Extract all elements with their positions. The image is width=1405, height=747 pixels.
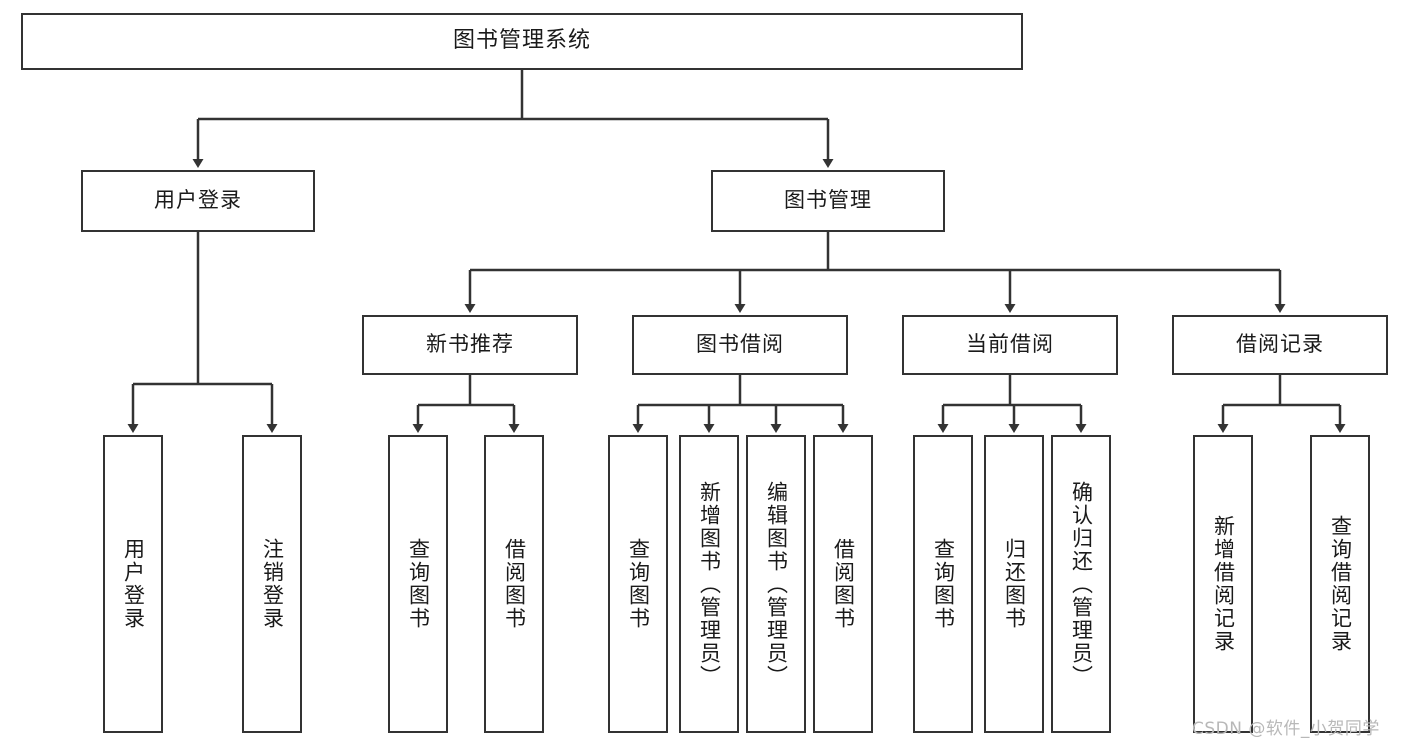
node-label: 查询图书 bbox=[406, 538, 431, 630]
node-label: 归还图书 bbox=[1002, 538, 1027, 630]
node-label: 查询图书 bbox=[626, 538, 651, 630]
node-label: 借阅图书 bbox=[831, 538, 856, 630]
node-label: 图书管理系统 bbox=[452, 28, 591, 54]
node-label: 用户登录 bbox=[121, 538, 146, 630]
leaf-borrow-book[interactable]: 借阅图书 bbox=[813, 435, 873, 733]
node-label: 用户登录 bbox=[154, 188, 242, 213]
node-label: 图书管理 bbox=[784, 188, 872, 213]
node-label: 确认归还（管理员） bbox=[1069, 480, 1094, 688]
node-borrow-record[interactable]: 借阅记录 bbox=[1172, 315, 1388, 375]
node-label: 借阅记录 bbox=[1236, 332, 1324, 357]
node-label: 借阅图书 bbox=[502, 538, 527, 630]
node-label: 图书借阅 bbox=[696, 332, 784, 357]
node-label: 当前借阅 bbox=[966, 332, 1054, 357]
node-label: 编辑图书（管理员） bbox=[764, 480, 789, 688]
leaf-query-book-current[interactable]: 查询图书 bbox=[913, 435, 973, 733]
node-book-management[interactable]: 图书管理 bbox=[711, 170, 945, 232]
leaf-borrow-book-recommend[interactable]: 借阅图书 bbox=[484, 435, 544, 733]
node-book-borrow[interactable]: 图书借阅 bbox=[632, 315, 848, 375]
leaf-edit-book-admin[interactable]: 编辑图书（管理员） bbox=[746, 435, 806, 733]
leaf-query-book-borrow[interactable]: 查询图书 bbox=[608, 435, 668, 733]
node-label: 查询图书 bbox=[931, 538, 956, 630]
leaf-return-book[interactable]: 归还图书 bbox=[984, 435, 1044, 733]
node-user-login[interactable]: 用户登录 bbox=[81, 170, 315, 232]
leaf-logout-login[interactable]: 注销登录 bbox=[242, 435, 302, 733]
leaf-add-borrow-record[interactable]: 新增借阅记录 bbox=[1193, 435, 1253, 733]
leaf-user-login[interactable]: 用户登录 bbox=[103, 435, 163, 733]
node-root[interactable]: 图书管理系统 bbox=[21, 13, 1023, 70]
node-label: 注销登录 bbox=[260, 538, 285, 630]
node-label: 新增图书（管理员） bbox=[697, 480, 722, 688]
leaf-query-book-recommend[interactable]: 查询图书 bbox=[388, 435, 448, 733]
node-new-book-recommend[interactable]: 新书推荐 bbox=[362, 315, 578, 375]
node-label: 新增借阅记录 bbox=[1211, 515, 1236, 653]
node-label: 新书推荐 bbox=[426, 332, 514, 357]
node-label: 查询借阅记录 bbox=[1328, 515, 1353, 653]
leaf-add-book-admin[interactable]: 新增图书（管理员） bbox=[679, 435, 739, 733]
csdn-watermark: CSDN @软件_小贺同学 bbox=[1192, 719, 1380, 739]
node-current-borrow[interactable]: 当前借阅 bbox=[902, 315, 1118, 375]
leaf-query-borrow-record[interactable]: 查询借阅记录 bbox=[1310, 435, 1370, 733]
leaf-confirm-return-admin[interactable]: 确认归还（管理员） bbox=[1051, 435, 1111, 733]
